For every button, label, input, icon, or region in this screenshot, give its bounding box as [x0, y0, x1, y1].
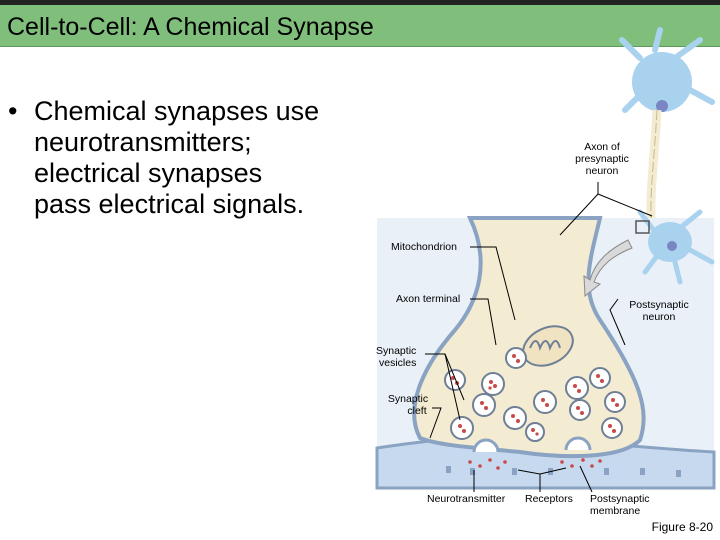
label-neurotransmitter: Neurotransmitter — [427, 493, 506, 505]
bullet-line: Chemical synapses use — [34, 96, 320, 126]
bullet-icon: • — [8, 96, 18, 126]
fusing-vesicles — [472, 436, 592, 453]
figure-number: Figure 8-20 — [651, 520, 713, 534]
label-axon-presynaptic: Axon of presynaptic neuron — [575, 141, 629, 177]
zoom-box — [635, 220, 650, 234]
label-receptors: Receptors — [525, 493, 573, 505]
synaptic-vesicles-group — [444, 347, 626, 442]
label-axon-terminal: Axon terminal — [396, 293, 461, 305]
bullet-text: Chemical synapses use neurotransmitters;… — [34, 96, 374, 220]
bullet-line: electrical synapses — [34, 158, 263, 188]
bullet-line: pass electrical signals. — [34, 189, 305, 219]
label-mitochondrion: Mitochondrion — [391, 241, 457, 253]
zoom-arrow — [583, 239, 633, 298]
label-postsynaptic-neuron: Postsynaptic neuron — [629, 299, 689, 323]
presynaptic-neuron-icon — [619, 27, 715, 219]
label-synaptic-vesicles: Synaptic vesicles — [376, 345, 417, 369]
title-bar: Cell-to-Cell: A Chemical Synapse — [0, 0, 720, 47]
slide-title: Cell-to-Cell: A Chemical Synapse — [7, 13, 374, 41]
label-postsynaptic-membrane: Postsynaptic membrane — [590, 493, 650, 517]
neurotransmitter-dots — [468, 458, 602, 470]
postsynaptic-neuron-icon — [637, 209, 715, 285]
label-synaptic-cleft: Synaptic cleft — [387, 393, 429, 417]
bullet-line: neurotransmitters; — [34, 127, 252, 157]
leader-lines — [425, 182, 653, 493]
